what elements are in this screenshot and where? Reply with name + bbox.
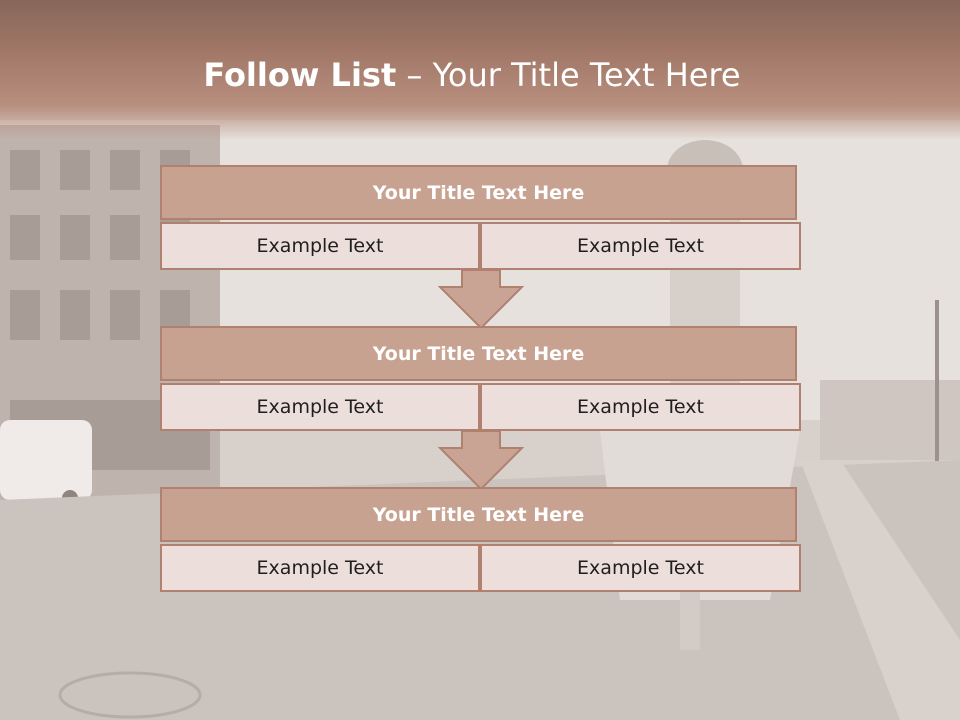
step-cell-left: Example Text: [160, 222, 480, 270]
down-arrow-icon: [438, 431, 524, 491]
step-cell-left: Example Text: [160, 544, 480, 592]
step-cell-left: Example Text: [160, 383, 480, 431]
step-title: Your Title Text Here: [160, 326, 797, 381]
slide-title-rest: – Your Title Text Here: [396, 56, 741, 94]
slide-title-bold: Follow List: [203, 56, 397, 94]
step-cell-right: Example Text: [480, 544, 801, 592]
step-cell-right: Example Text: [480, 383, 801, 431]
step-cell-right: Example Text: [480, 222, 801, 270]
header-band: [0, 0, 960, 140]
step-title: Your Title Text Here: [160, 165, 797, 220]
down-arrow-icon: [438, 270, 524, 330]
slide-title: Follow List – Your Title Text Here: [0, 55, 944, 95]
step-title: Your Title Text Here: [160, 487, 797, 542]
